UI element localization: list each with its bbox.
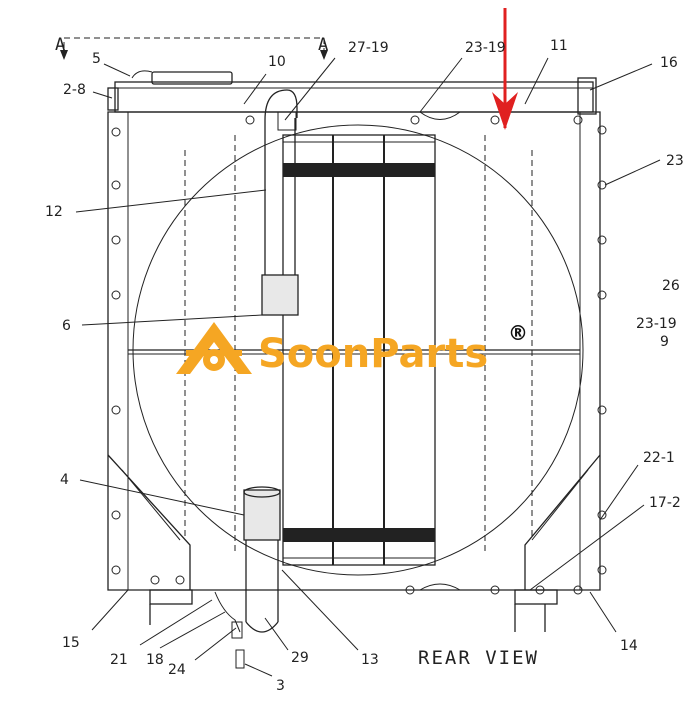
callout-9: 9	[660, 334, 669, 350]
callout-15: 15	[62, 635, 80, 651]
gear-wrench-logo-icon	[176, 322, 252, 374]
section-mark-left: A	[55, 35, 65, 55]
callout-12: 12	[45, 204, 63, 220]
leader-lines	[75, 57, 661, 677]
callout-17-2: 17-2	[649, 495, 681, 511]
callout-23-19-top: 23-19	[465, 40, 506, 56]
red-pointer-arrow	[492, 8, 518, 130]
callout-22-1: 22-1	[643, 450, 675, 466]
callout-27-19: 27-19	[348, 40, 389, 56]
callout-3: 3	[276, 678, 285, 694]
callout-5: 5	[92, 51, 101, 67]
watermark-registered: ®	[508, 321, 528, 345]
callout-18: 18	[146, 652, 164, 668]
core-panels	[184, 134, 533, 566]
view-title: REAR VIEW	[418, 647, 539, 669]
callout-24: 24	[168, 662, 186, 678]
lower-hose	[214, 486, 281, 669]
callout-13: 13	[361, 652, 379, 668]
callout-10: 10	[268, 54, 286, 70]
watermark-brand: SoonParts	[258, 331, 488, 377]
soonparts-watermark: SoonParts ®	[176, 321, 528, 377]
callout-23-19-right: 23-19	[636, 316, 677, 332]
upper-hose	[261, 89, 299, 316]
section-line-a: A A	[55, 35, 328, 60]
top-tank	[107, 70, 597, 115]
callout-16: 16	[660, 55, 678, 71]
callout-2-8: 2-8	[63, 82, 86, 98]
callout-26: 26	[662, 278, 680, 294]
callout-23-right: 23	[666, 153, 684, 169]
radiator-frame	[107, 111, 601, 632]
callout-29: 29	[291, 650, 309, 666]
callout-4: 4	[60, 472, 69, 488]
callout-14: 14	[620, 638, 638, 654]
callout-11: 11	[550, 38, 568, 54]
callout-6: 6	[62, 318, 71, 334]
callout-21: 21	[110, 652, 128, 668]
callout-labels: 5 2-8 10 27-19 23-19 11 16 23 12 26 6 23…	[45, 38, 684, 694]
frame-bolts	[111, 111, 607, 595]
section-mark-right: A	[318, 35, 328, 55]
